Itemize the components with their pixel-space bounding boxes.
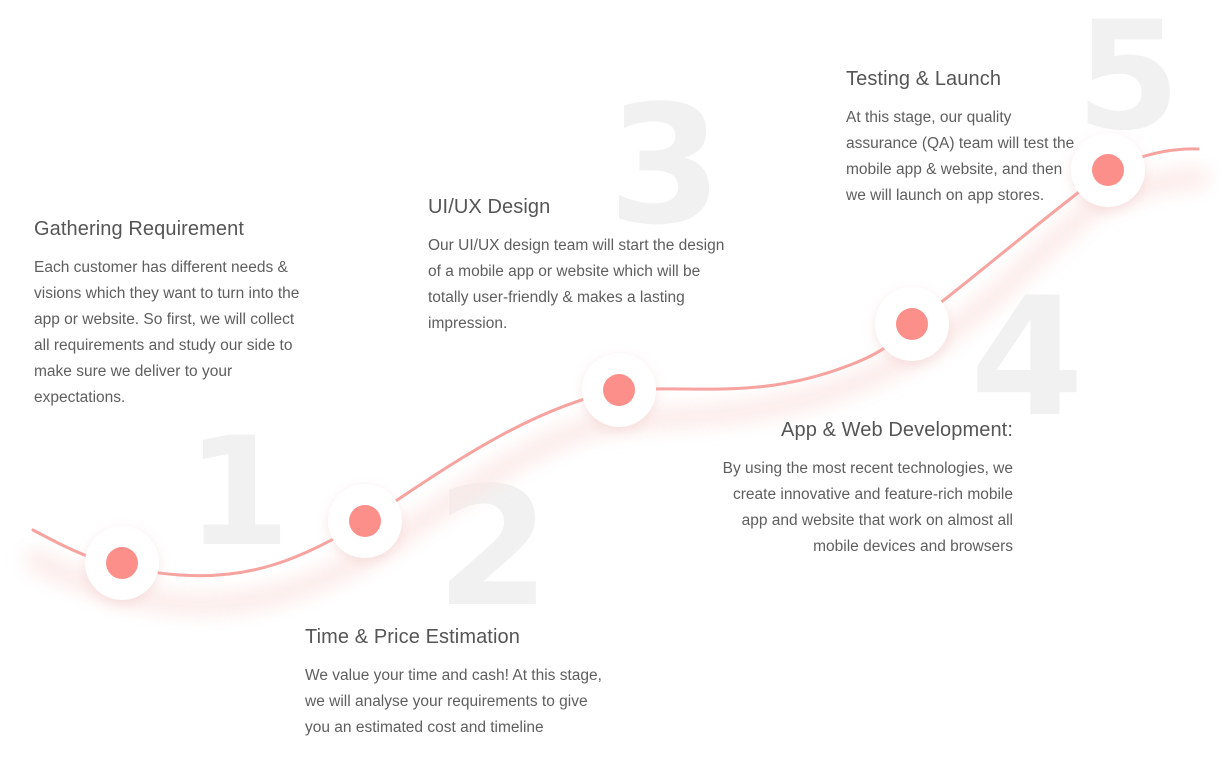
step-ui-ux-design: UI/UX Design Our UI/UX design team will … [428, 196, 738, 337]
step-dot-5 [1071, 133, 1145, 207]
step-title: UI/UX Design [428, 196, 551, 218]
step-description: Our UI/UX design team will start the des… [428, 237, 725, 332]
step-description: We value your time and cash! At this sta… [305, 667, 602, 736]
step-description: By using the most recent technologies, w… [722, 460, 1013, 555]
step-dot-1 [85, 526, 159, 600]
step-testing-launch: Testing & Launch At this stage, our qual… [846, 68, 1078, 209]
step-app-web-development: App & Web Development: By using the most… [703, 419, 1013, 560]
step-time-price-estimation: Time & Price Estimation We value your ti… [305, 626, 605, 741]
path-shadow [25, 167, 1209, 616]
step-description: Each customer has different needs & visi… [34, 259, 300, 406]
step-dot-4 [875, 287, 949, 361]
step-title: Testing & Launch [846, 68, 1002, 90]
step-description: At this stage, our quality assurance (QA… [846, 109, 1075, 204]
step-number-1: 1 [186, 406, 291, 580]
step-dot-3 [582, 353, 656, 427]
step-number-5: 5 [1076, 0, 1181, 164]
step-title: Gathering Requirement [34, 218, 244, 240]
step-dot-2 [328, 484, 402, 558]
step-gathering-requirement: Gathering Requirement Each customer has … [34, 218, 304, 411]
step-number-3: 3 [608, 70, 723, 261]
step-title: Time & Price Estimation [305, 626, 520, 648]
step-title: App & Web Development: [781, 419, 1013, 441]
